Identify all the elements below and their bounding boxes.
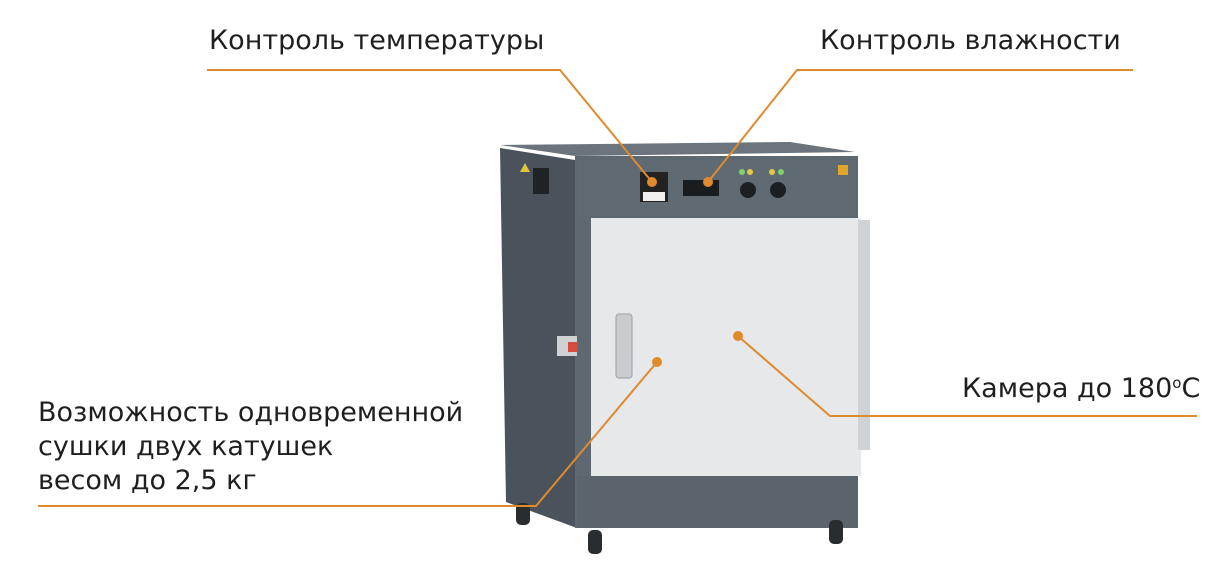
brand-badge: [838, 165, 848, 175]
cabinet-side-panel: [500, 148, 577, 528]
side-port-plug: [568, 342, 578, 352]
caster: [588, 530, 602, 554]
indicator-lamp: [778, 169, 784, 175]
callout-dot-dual: [652, 357, 662, 367]
caster: [829, 520, 843, 544]
caster: [516, 503, 530, 525]
callout-dot-humidity: [703, 177, 713, 187]
side-switch: [533, 168, 549, 194]
label-temperature-control: Контроль температуры: [209, 25, 545, 56]
callout-dots: [647, 177, 743, 367]
chamber-unit: С: [1181, 373, 1201, 404]
label-dual-drying: Возможность одновременной сушки двух кат…: [38, 396, 463, 498]
drying-cabinet: [500, 142, 870, 554]
callouts: [38, 69, 1197, 507]
callout-line-temperature: [207, 69, 653, 183]
dual-drying-line-2: сушки двух катушек: [38, 431, 334, 462]
callout-line-chamber: [737, 335, 1197, 417]
chamber-text: Камера до 180: [962, 373, 1173, 404]
indicator-lamp: [747, 169, 753, 175]
callout-dot-temperature: [647, 177, 657, 187]
temperature-controller-face: [643, 192, 665, 201]
label-chamber-temperature: Камера до 180oС: [962, 366, 1200, 406]
callout-line-dual: [38, 361, 658, 507]
control-knob: [740, 182, 756, 198]
degree-sign: o: [1172, 374, 1182, 392]
dual-drying-line-1: Возможность одновременной: [38, 397, 464, 428]
door-handle: [615, 313, 633, 379]
cabinet-base: [577, 476, 858, 528]
warning-sticker: [520, 163, 530, 172]
humidity-display: [683, 180, 719, 196]
cabinet-door: [591, 218, 861, 476]
cabinet-top: [500, 142, 855, 156]
indicator-lamp: [769, 169, 775, 175]
indicator-lamp: [739, 169, 745, 175]
dual-drying-line-3: весом до 2,5 кг: [38, 465, 257, 496]
label-humidity-control: Контроль влажности: [820, 25, 1121, 56]
callout-line-humidity: [707, 69, 1133, 183]
callout-dot-chamber: [733, 331, 743, 341]
control-knob: [770, 182, 786, 198]
door-hinge-edge: [858, 220, 870, 450]
